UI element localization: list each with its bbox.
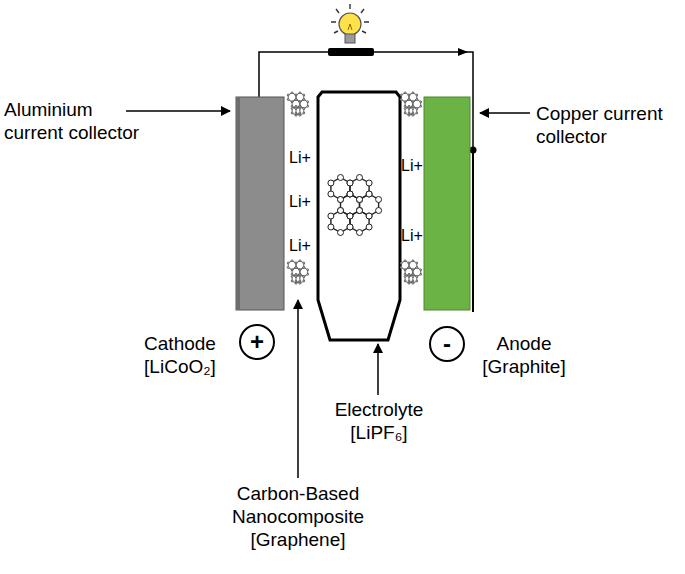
ion-label: Li+ [400,228,424,244]
part-label: Electrolyte [LiPF₆] [323,398,435,444]
part-label: Anode [Graphite] [474,332,574,378]
cathode-electrode [236,97,284,310]
leader-arrow [377,344,379,395]
aluminium-collector [236,97,240,310]
leader-arrow [297,300,299,478]
polarity-circle: + [239,324,275,360]
ion-label: Li+ [286,238,314,254]
leader-arrow [126,110,230,112]
graphene-molecules [287,92,421,284]
anode-electrode [424,97,470,310]
electrolyte-container [318,92,400,340]
polarity-sign: + [250,330,264,354]
copper-collector [472,150,474,312]
ion-label: Li+ [286,194,314,210]
polarity-sign: - [443,332,451,356]
current-arrowhead [458,48,468,56]
part-label: Aluminium current collector [4,98,144,144]
part-label: Cathode [LiCoO₂] [130,332,230,378]
polarity-circle: - [429,326,465,362]
ion-label: Li+ [286,150,314,166]
ion-label: Li+ [400,158,424,174]
lightbulb [328,4,374,56]
part-label: Carbon-Based Nanocomposite [Graphene] [228,482,368,552]
leader-arrow [480,112,530,114]
part-label: Copper current collector [536,102,682,148]
